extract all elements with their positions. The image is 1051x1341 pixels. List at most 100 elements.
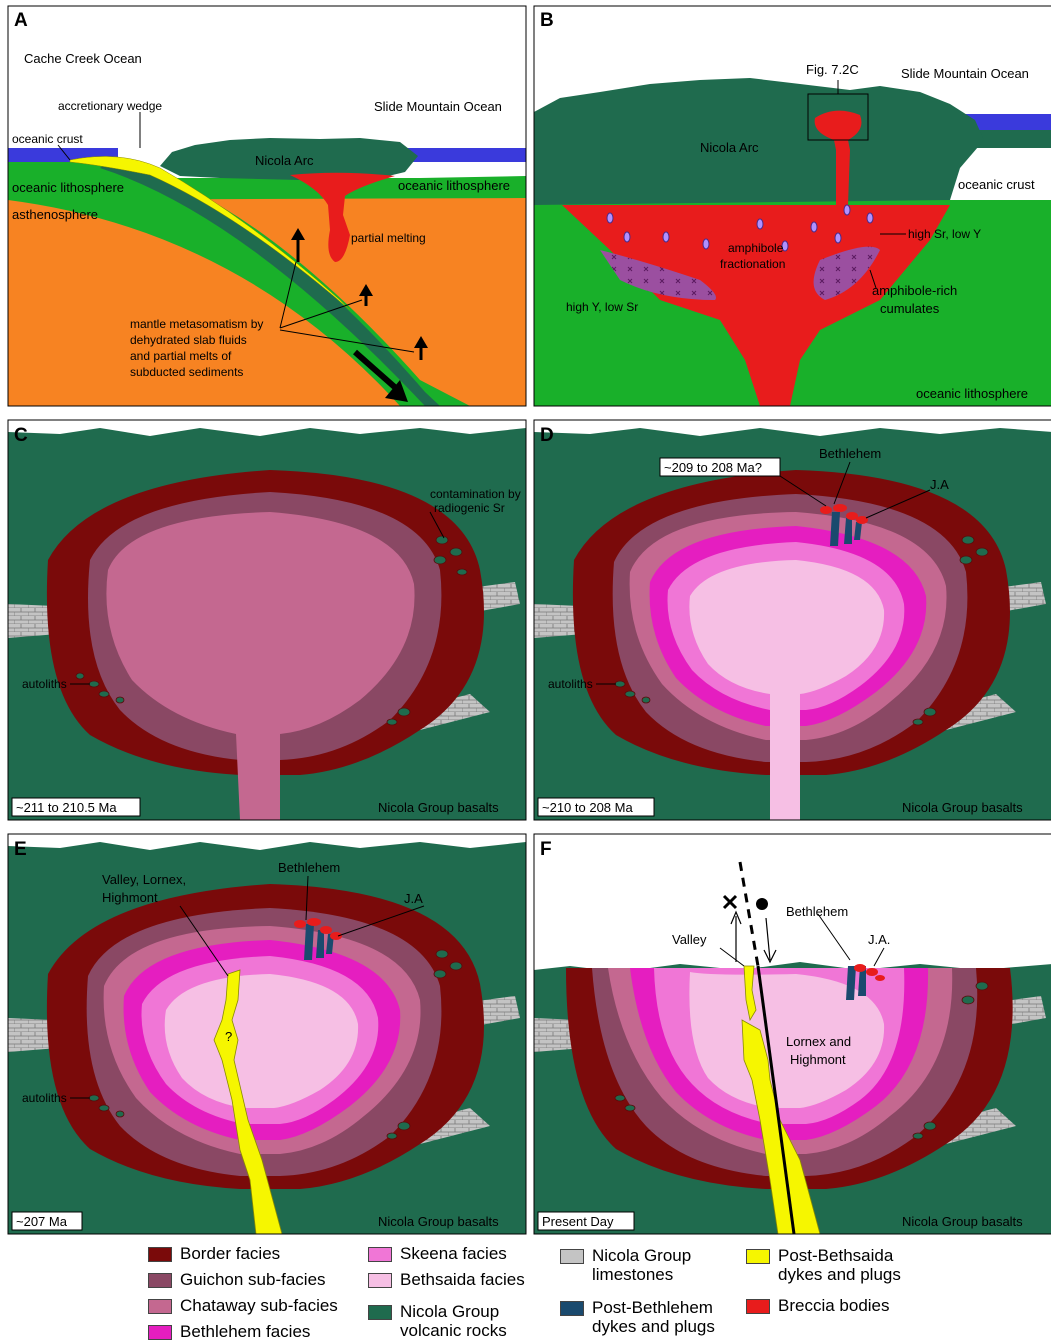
panel-c	[8, 420, 526, 820]
legend-label-line: Nicola Group	[592, 1246, 692, 1265]
legend: Border facies Guichon sub-facies Chatawa…	[0, 1238, 1051, 1341]
legend-item-breccia: Breccia bodies	[746, 1296, 890, 1315]
post-bethsaida-dyke-f-upper	[743, 965, 757, 1022]
fault-projection-f	[738, 861, 760, 967]
slide-mountain-band-b	[960, 114, 1051, 130]
ja-label-d: J.A	[930, 477, 949, 492]
high-sr-label: high Sr, low Y	[908, 227, 981, 241]
ja-label-e: J.A	[404, 891, 423, 906]
age-label-c: ~211 to 210.5 Ma	[16, 800, 117, 815]
amphibole-fractionation-line-2: fractionation	[720, 257, 785, 271]
down-arrow-f	[765, 917, 771, 961]
age-label-f: Present Day	[542, 1214, 614, 1229]
legend-item-limestones: Nicola Group limestones	[560, 1246, 691, 1284]
legend-label-line: dykes and plugs	[778, 1265, 901, 1284]
post-bethsaida-dyke-e	[213, 969, 283, 1234]
bethsaida-facies-d	[689, 560, 885, 820]
panel-f-letter: F	[540, 839, 552, 860]
asthenosphere-area	[8, 196, 526, 406]
asthenosphere-label: asthenosphere	[12, 207, 98, 222]
fig-ref-label: Fig. 7.2C	[806, 62, 859, 77]
fault-line-f	[756, 965, 796, 1234]
legend-swatch	[746, 1249, 770, 1264]
legend-swatch	[148, 1273, 172, 1288]
subducting-slab	[8, 162, 470, 406]
autoliths-c	[75, 535, 468, 726]
legend-label-line: dykes and plugs	[592, 1317, 715, 1336]
legend-swatch	[368, 1247, 392, 1262]
lornex-line-1: Lornex and	[786, 1034, 851, 1049]
legend-swatch	[746, 1299, 770, 1314]
limestone-c-left	[8, 604, 58, 638]
nicola-arc-label-b: Nicola Arc	[700, 140, 759, 155]
accretionary-wedge-label: accretionary wedge	[58, 99, 162, 113]
panel-e-letter: E	[14, 839, 27, 860]
partial-melting-a	[290, 172, 395, 262]
legend-swatch	[368, 1305, 392, 1320]
bethlehem-label-f: Bethlehem	[786, 904, 848, 919]
legend-label-multiline: Post-Bethlehem dykes and plugs	[592, 1298, 715, 1336]
nicola-arc-b	[534, 78, 984, 205]
legend-label: Chataway sub-facies	[180, 1296, 338, 1315]
legend-label: Border facies	[180, 1244, 281, 1263]
bethsaida-facies-f	[689, 972, 885, 1108]
post-bethlehem-dykes-e	[304, 924, 334, 960]
legend-label-multiline: Nicola Group volcanic rocks	[400, 1302, 507, 1340]
autoliths-label-e: autoliths	[22, 1091, 67, 1105]
legend-swatch	[148, 1299, 172, 1314]
slide-mountain-ocean-band	[400, 148, 526, 162]
question-mark-e: ?	[225, 1029, 232, 1044]
slide-mountain-label-b: Slide Mountain Ocean	[901, 66, 1029, 81]
legend-label: Skeena facies	[400, 1244, 507, 1263]
oceanic-crust-label-a: oceanic crust	[12, 132, 83, 146]
panel-b	[534, 6, 1051, 406]
legend-item-bethsaida: Bethsaida facies	[368, 1270, 525, 1289]
x-symbol-f	[722, 894, 738, 910]
breccia-bodies-d	[820, 504, 868, 524]
legend-item-skeena: Skeena facies	[368, 1244, 507, 1263]
nicola-arc-a	[160, 138, 418, 180]
metasomatism-line-4: subducted sediments	[130, 365, 243, 379]
oceanic-crust-label-b: oceanic crust	[958, 177, 1035, 192]
post-bethlehem-dykes-f	[846, 966, 866, 1000]
amphibole-crystals	[606, 204, 874, 252]
slab-arrow	[353, 349, 400, 393]
legend-label-line: Nicola Group	[400, 1302, 500, 1321]
legend-item-post-bethlehem: Post-Bethlehem dykes and plugs	[560, 1298, 715, 1336]
valley-label-f: Valley	[672, 932, 707, 947]
chataway-facies-c	[106, 512, 415, 820]
panel-c-letter: C	[14, 425, 28, 446]
autoliths-label-c: autoliths	[22, 677, 67, 691]
legend-item-chataway: Chataway sub-facies	[148, 1296, 338, 1315]
oceanic-lithosphere-label-b: oceanic lithosphere	[916, 386, 1028, 401]
legend-swatch	[148, 1325, 172, 1340]
legend-label-line: volcanic rocks	[400, 1321, 507, 1340]
legend-label: Guichon sub-facies	[180, 1270, 326, 1289]
breccia-bodies-e	[294, 918, 342, 940]
autoliths-f	[614, 981, 989, 1140]
legend-item-border-facies: Border facies	[148, 1244, 280, 1263]
legend-swatch	[560, 1301, 584, 1316]
basalts-label-f: Nicola Group basalts	[902, 1214, 1023, 1229]
conduit-b	[836, 150, 850, 205]
panel-b-letter: B	[540, 10, 554, 31]
legend-swatch	[368, 1273, 392, 1288]
legend-label: Bethlehem facies	[180, 1322, 311, 1341]
breccia-bodies-f	[854, 964, 885, 981]
valley-lornex-line-1: Valley, Lornex,	[102, 872, 186, 887]
high-y-label: high Y, low Sr	[566, 300, 638, 314]
age-label-d: ~210 to 208 Ma	[542, 800, 633, 815]
metasomatism-line-3: and partial melts of	[130, 349, 232, 363]
amphibole-fractionation-line-1: amphibole	[728, 241, 784, 255]
slide-mountain-label-a: Slide Mountain Ocean	[374, 99, 502, 114]
legend-label-line: Post-Bethlehem	[592, 1298, 713, 1317]
contamination-line-1: contamination by	[430, 487, 521, 501]
panel-a	[8, 6, 526, 406]
legend-label-multiline: Nicola Group limestones	[592, 1246, 691, 1284]
legend-item-post-bethsaida: Post-Bethsaida dykes and plugs	[746, 1246, 901, 1284]
legend-label: Bethsaida facies	[400, 1270, 525, 1289]
contamination-line-2: radiogenic Sr	[434, 501, 505, 515]
legend-label-line: Post-Bethsaida	[778, 1246, 894, 1265]
limestone-d-left	[534, 604, 584, 638]
